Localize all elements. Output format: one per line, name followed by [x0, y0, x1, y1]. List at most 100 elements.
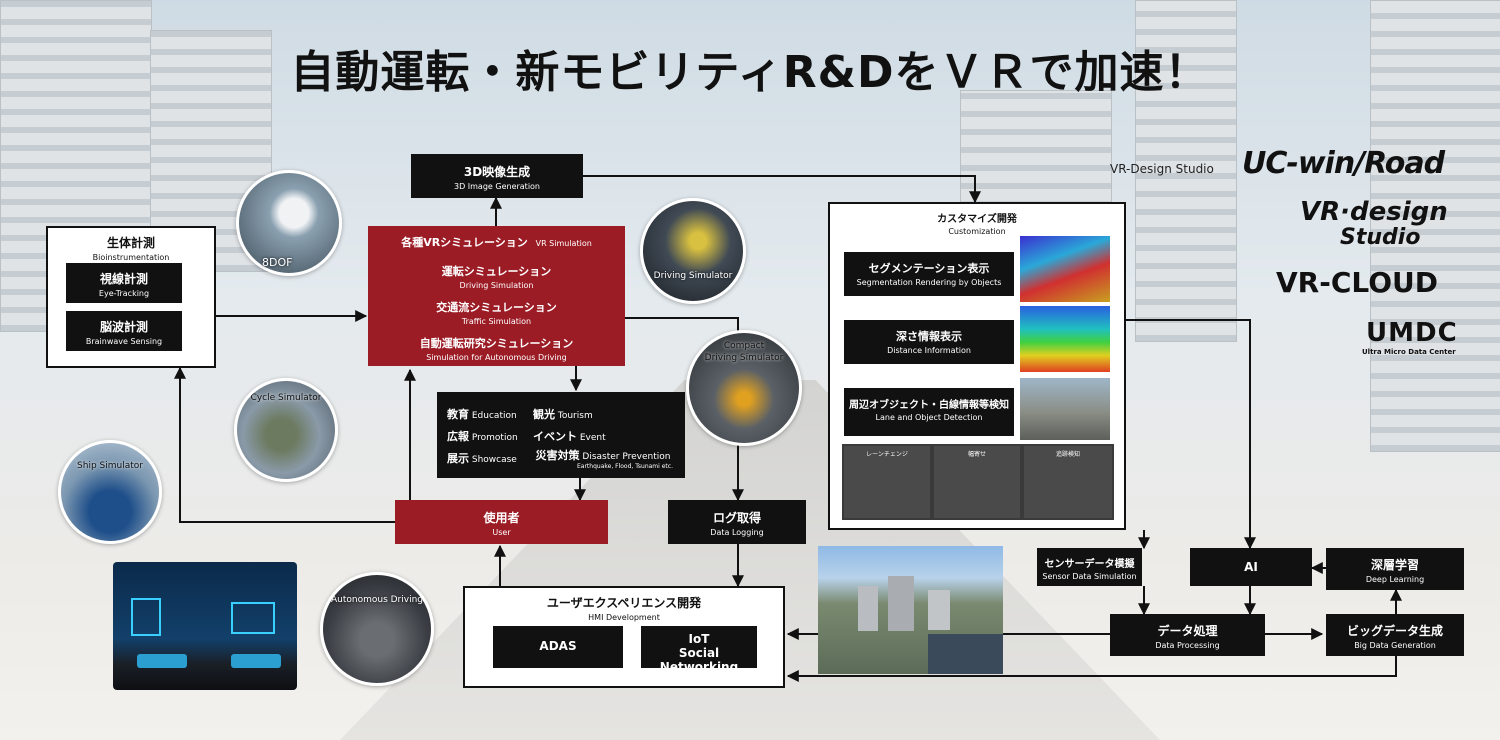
- distance-box: 深さ情報表示 Distance Information: [844, 320, 1014, 364]
- uses-box: 教育 Education 観光 Tourism 広報 Promotion イベン…: [437, 392, 685, 478]
- autonomous-sim-en: Simulation for Autonomous Driving: [426, 353, 567, 362]
- segmentation-box: セグメンテーション表示 Segmentation Rendering by Ob…: [844, 252, 1014, 296]
- dashboard-display: [137, 654, 187, 668]
- data-logging-jp: ログ取得: [712, 511, 761, 525]
- traffic-sim-en: Traffic Simulation: [461, 317, 532, 326]
- data-processing-en: Data Processing: [1155, 641, 1220, 650]
- model-road: [928, 634, 1003, 674]
- lane-squeeze-panel: 幅寄せ: [934, 446, 1020, 518]
- image-generation-box: 3D映像生成 3D Image Generation: [411, 154, 583, 198]
- eye-tracking-en: Eye-Tracking: [98, 289, 150, 298]
- distance-en: Distance Information: [887, 346, 971, 355]
- use-disaster: 災害対策 Disaster Prevention Earthquake, Flo…: [535, 449, 673, 470]
- user-jp: 使用者: [483, 511, 520, 525]
- compact-simulator-photo: Compact Driving Simulator: [686, 330, 802, 446]
- cycle-simulator-photo: Cycle Simulator: [234, 378, 338, 482]
- compact-label-2: Driving Simulator: [704, 353, 784, 363]
- lane-detection-jp: 周辺オブジェクト・白線情報等検知: [849, 400, 1009, 411]
- use-showcase: 展示 Showcase: [447, 452, 517, 465]
- model-building: [928, 590, 950, 630]
- model-building: [888, 576, 914, 631]
- ucwin-road-logo: UC-win/Road: [1242, 146, 1445, 181]
- vr-design-logo-line2: Studio: [1340, 225, 1421, 250]
- use-event: イベント Event: [533, 430, 606, 443]
- lane-squeeze-label: 幅寄せ: [967, 451, 986, 458]
- lane-detection-en: Lane and Object Detection: [875, 413, 983, 422]
- background-building: [1135, 0, 1237, 342]
- model-building: [858, 586, 878, 631]
- user-box: 使用者 User: [395, 500, 608, 544]
- driving-simulator-label: Driving Simulator: [653, 271, 733, 281]
- customization-box: カスタマイズ開発 Customization セグメンテーション表示 Segme…: [828, 202, 1126, 530]
- bio-title-jp: 生体計測: [106, 236, 155, 250]
- segmentation-en: Segmentation Rendering by Objects: [856, 278, 1002, 287]
- ship-simulator-photo: Ship Simulator: [58, 440, 162, 544]
- image-generation-jp: 3D映像生成: [463, 165, 531, 179]
- customization-jp: カスタマイズ開発: [937, 214, 1017, 225]
- driving-simulator-photo: Driving Simulator: [640, 198, 746, 304]
- brainwave-jp: 脳波計測: [99, 320, 148, 334]
- data-logging-en: Data Logging: [710, 528, 764, 537]
- background-building: [1370, 0, 1500, 452]
- autonomous-driving-label: Autonomous Driving: [330, 595, 423, 605]
- umdc-logo: UMDC: [1366, 318, 1458, 348]
- depth-thumbnail: [1020, 306, 1110, 372]
- ai-box: AI: [1190, 548, 1312, 586]
- distance-jp: 深さ情報表示: [896, 330, 962, 343]
- detection-frame: [231, 602, 275, 634]
- hmi-development-box: ユーザエクスペリエンス開発 HMI Development ADAS IoT S…: [463, 586, 785, 688]
- use-tourism: 観光 Tourism: [533, 408, 593, 421]
- use-education: 教育 Education: [447, 408, 517, 421]
- deep-learning-en: Deep Learning: [1365, 575, 1425, 584]
- big-data-en: Big Data Generation: [1354, 641, 1436, 650]
- data-processing-box: データ処理 Data Processing: [1110, 614, 1265, 656]
- big-data-box: ビッグデータ生成 Big Data Generation: [1326, 614, 1464, 656]
- driving-sim-jp: 運転シミュレーション: [441, 265, 552, 278]
- image-generation-en: 3D Image Generation: [453, 182, 541, 191]
- eye-tracking-box: 視線計測 Eye-Tracking: [66, 263, 182, 303]
- lane-detection-box: 周辺オブジェクト・白線情報等検知 Lane and Object Detecti…: [844, 388, 1014, 436]
- dof-label: 8DOF: [262, 256, 293, 269]
- data-processing-jp: データ処理: [1157, 624, 1218, 638]
- autonomous-sim-jp: 自動運転研究シミュレーション: [419, 337, 574, 350]
- vr-cloud-logo: VR-CLOUD: [1276, 266, 1439, 299]
- dof-simulator-photo: [236, 170, 342, 276]
- page-title: 自動運転・新モビリティR&DをＶＲで加速！: [290, 47, 1210, 98]
- city-model-image: [818, 546, 1003, 674]
- data-logging-box: ログ取得 Data Logging: [668, 500, 806, 544]
- bio-title-en: Bioinstrumentation: [92, 253, 170, 262]
- adas-dashboard-image: [113, 562, 297, 690]
- eye-tracking-jp: 視線計測: [99, 272, 148, 286]
- deep-learning-jp: 深層学習: [1370, 558, 1419, 572]
- cycle-simulator-label: Cycle Simulator: [250, 393, 322, 403]
- studio-caption: VR-Design Studio: [1110, 162, 1214, 176]
- sensor-data-en: Sensor Data Simulation: [1042, 572, 1137, 581]
- ship-simulator-label: Ship Simulator: [77, 461, 143, 471]
- lane-change-label: レーンチェンジ: [866, 451, 908, 458]
- iot-box: IoT Social Networking: [641, 626, 757, 674]
- lane-change-panel: レーンチェンジ: [844, 446, 930, 518]
- tracking-label: 追跡検知: [1055, 451, 1080, 458]
- hmi-en: HMI Development: [588, 613, 660, 622]
- vr-sim-item: 運転シミュレーション Driving Simulation: [368, 260, 625, 290]
- vr-sim-item: 自動運転研究シミュレーション Simulation for Autonomous…: [368, 332, 625, 362]
- adas-box: ADAS: [493, 626, 623, 668]
- vr-design-studio-logo: VR·design Studio: [1300, 199, 1448, 250]
- brainwave-box: 脳波計測 Brainwave Sensing: [66, 311, 182, 351]
- segmentation-thumbnail: [1020, 236, 1110, 302]
- big-data-jp: ビッグデータ生成: [1346, 624, 1443, 638]
- bioinstrumentation-box: 生体計測 Bioinstrumentation 視線計測 Eye-Trackin…: [46, 226, 216, 368]
- use-promotion: 広報 Promotion: [447, 430, 518, 443]
- autonomous-driving-photo: Autonomous Driving: [320, 572, 434, 686]
- detection-frame: [131, 598, 161, 636]
- vr-simulation-box: 各種VRシミュレーション VR Simulation 運転シミュレーション Dr…: [368, 226, 625, 366]
- user-en: User: [492, 528, 511, 537]
- vr-simulation-head-jp: 各種VRシミュレーション: [401, 236, 528, 249]
- iot-label: IoT: [688, 632, 710, 646]
- lane-scenario-panel: レーンチェンジ 幅寄せ 追跡検知: [842, 444, 1114, 520]
- social-networking-label: Social Networking: [659, 646, 739, 674]
- segmentation-jp: セグメンテーション表示: [868, 262, 990, 275]
- brainwave-en: Brainwave Sensing: [85, 337, 163, 346]
- use-disaster-sub: Earthquake, Flood, Tsunami etc.: [577, 463, 673, 470]
- vr-simulation-head-en: VR Simulation: [535, 239, 592, 248]
